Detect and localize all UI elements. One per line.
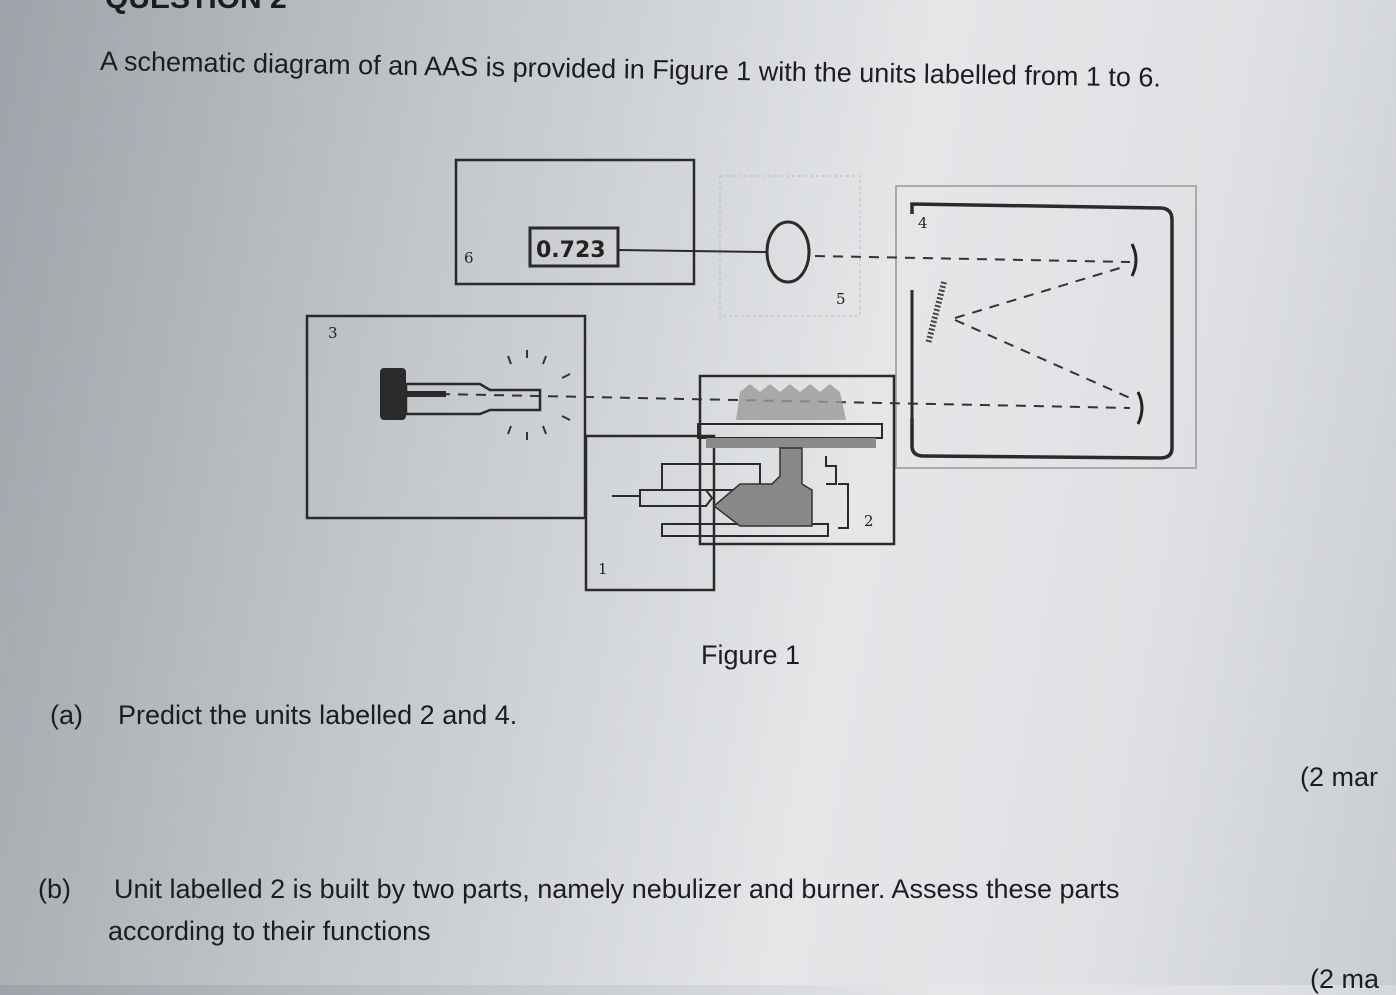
unit-label-6: 6 — [464, 249, 474, 267]
light-beam — [814, 255, 1131, 263]
lamp-glow-rays — [507, 350, 571, 440]
burner-body — [712, 447, 813, 527]
mirror — [1130, 243, 1138, 277]
readout-display — [528, 226, 620, 268]
unit-label-5: 5 — [836, 290, 846, 308]
part-a-text: Predict the units labelled 2 and 4. — [118, 700, 518, 730]
gas-inlet-upper — [825, 456, 837, 485]
burner-slot — [706, 438, 876, 448]
part-b-marks: (2 ma — [1310, 964, 1380, 994]
signal-wire — [617, 249, 767, 253]
unit-2-bracket — [838, 483, 849, 529]
unit-label-2: 2 — [864, 512, 874, 530]
nebulizer-capillary — [612, 489, 714, 507]
lamp-tube — [404, 382, 542, 416]
readout-value: 0.723 — [536, 238, 606, 263]
light-beam — [954, 319, 1131, 399]
burner-head — [697, 423, 883, 439]
unit-label-1: 1 — [598, 560, 608, 578]
unit-4-outer-box — [895, 185, 1197, 469]
mirror — [1136, 391, 1144, 425]
unit-6-box — [454, 158, 696, 286]
part-b-text-line2: according to their functions — [108, 916, 431, 946]
part-b-text-line1: Unit labelled 2 is built by two parts, n… — [114, 874, 1120, 904]
part-b-label: (b) — [38, 874, 71, 904]
flame — [736, 384, 846, 420]
part-a-marks: (2 mar — [1300, 762, 1379, 792]
unit-2-box — [698, 374, 896, 546]
hollow-cathode-lamp — [380, 368, 406, 420]
unit-3-box — [305, 314, 587, 520]
detector-5 — [765, 220, 811, 284]
diffraction-grating — [925, 281, 947, 345]
unit-5-box — [719, 175, 861, 317]
question-heading: QUESTION 2 — [105, 0, 287, 16]
unit-label-3: 3 — [328, 324, 338, 342]
figure-caption: Figure 1 — [701, 640, 801, 670]
unit-label-4: 4 — [918, 214, 928, 232]
monochromator-4 — [910, 202, 1174, 460]
part-a-label: (a) — [50, 700, 83, 730]
light-beam — [954, 267, 1121, 319]
unit-1-box — [584, 434, 716, 592]
